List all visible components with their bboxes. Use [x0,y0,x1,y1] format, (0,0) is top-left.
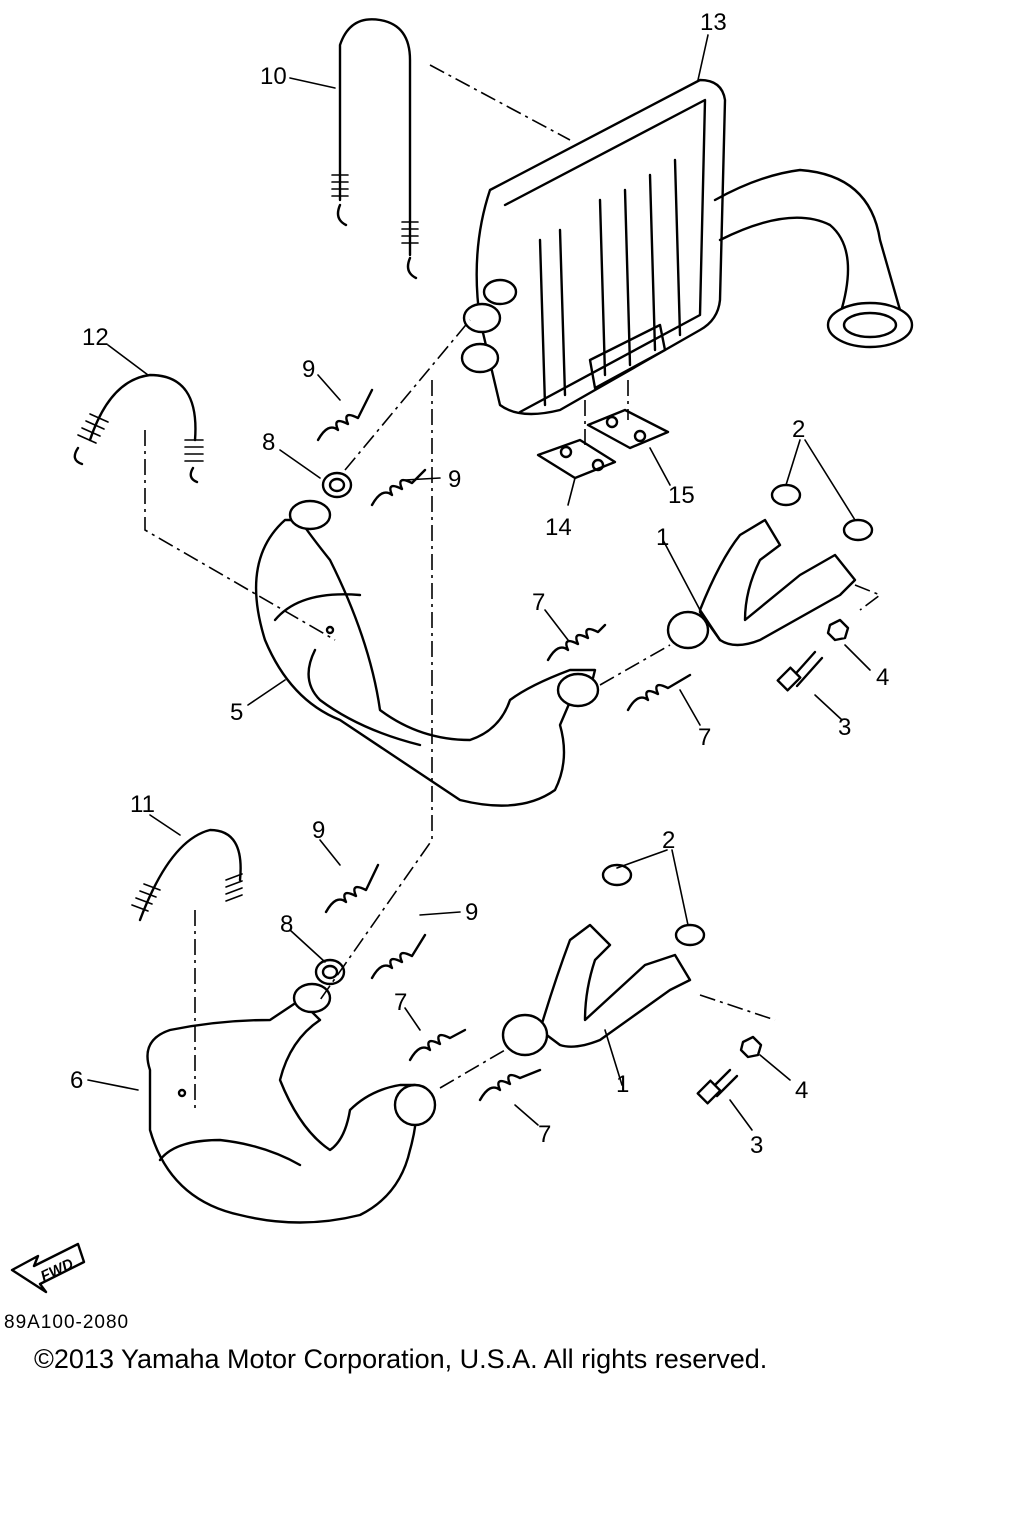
callout-4-a: 4 [876,664,889,691]
hanger-rod-part-12[interactable] [73,373,204,484]
gaskets-part-2[interactable] [601,483,874,947]
callout-8-b: 8 [280,911,293,938]
exhaust-parts-diagram: 10 13 12 9 8 9 2 15 14 1 7 4 3 7 5 11 9 … [10,9,914,1294]
callout-6: 6 [70,1067,83,1094]
bracket-part-14[interactable] [536,438,617,480]
seals-part-8[interactable] [314,471,353,986]
callout-9-a: 9 [302,356,315,383]
callout-11: 11 [130,791,155,818]
callout-1-a: 1 [656,524,669,551]
muffler-part-13[interactable] [460,78,914,416]
callout-1-b: 1 [616,1071,629,1098]
copyright-notice: ©2013 Yamaha Motor Corporation, U.S.A. A… [34,1344,768,1374]
callout-8-a: 8 [262,429,275,456]
manifold-part-1-upper[interactable] [666,518,857,650]
exhaust-chamber-part-5[interactable] [254,499,600,807]
callout-14: 14 [545,514,572,541]
callout-3-b: 3 [750,1132,763,1159]
callout-5: 5 [230,699,243,726]
leader-lines [87,34,871,1131]
callout-2-b: 2 [662,827,675,854]
assembly-lines [144,64,882,1110]
bolts-part-3[interactable] [696,650,824,1105]
callout-4-b: 4 [795,1077,808,1104]
springs-part-9[interactable] [316,388,427,980]
bracket-part-15[interactable] [586,408,670,450]
manifold-part-1-lower[interactable] [501,923,692,1057]
callout-7-d: 7 [538,1121,551,1148]
callout-9-d: 9 [465,899,478,926]
forward-arrow-icon: FWD [10,1242,86,1294]
diagram-code: 89A100-2080 [4,1312,130,1333]
callout-labels: 10 13 12 9 8 9 2 15 14 1 7 4 3 7 5 11 9 … [70,9,889,1159]
exhaust-chamber-part-6[interactable] [146,982,437,1224]
callout-9-b: 9 [448,466,461,493]
callout-15: 15 [668,482,695,509]
callout-13: 13 [700,9,727,36]
callout-7-a: 7 [532,589,545,616]
callout-10: 10 [260,63,287,90]
hanger-rod-part-10[interactable] [331,18,419,280]
springs-part-7[interactable] [408,623,692,1102]
callout-9-c: 9 [312,817,325,844]
callout-12: 12 [82,324,109,351]
callout-3-a: 3 [838,714,851,741]
callout-2-a: 2 [792,416,805,443]
hanger-rod-part-11[interactable] [131,828,243,922]
callout-7-b: 7 [698,724,711,751]
callout-7-c: 7 [394,989,407,1016]
nuts-part-4[interactable] [739,618,850,1059]
